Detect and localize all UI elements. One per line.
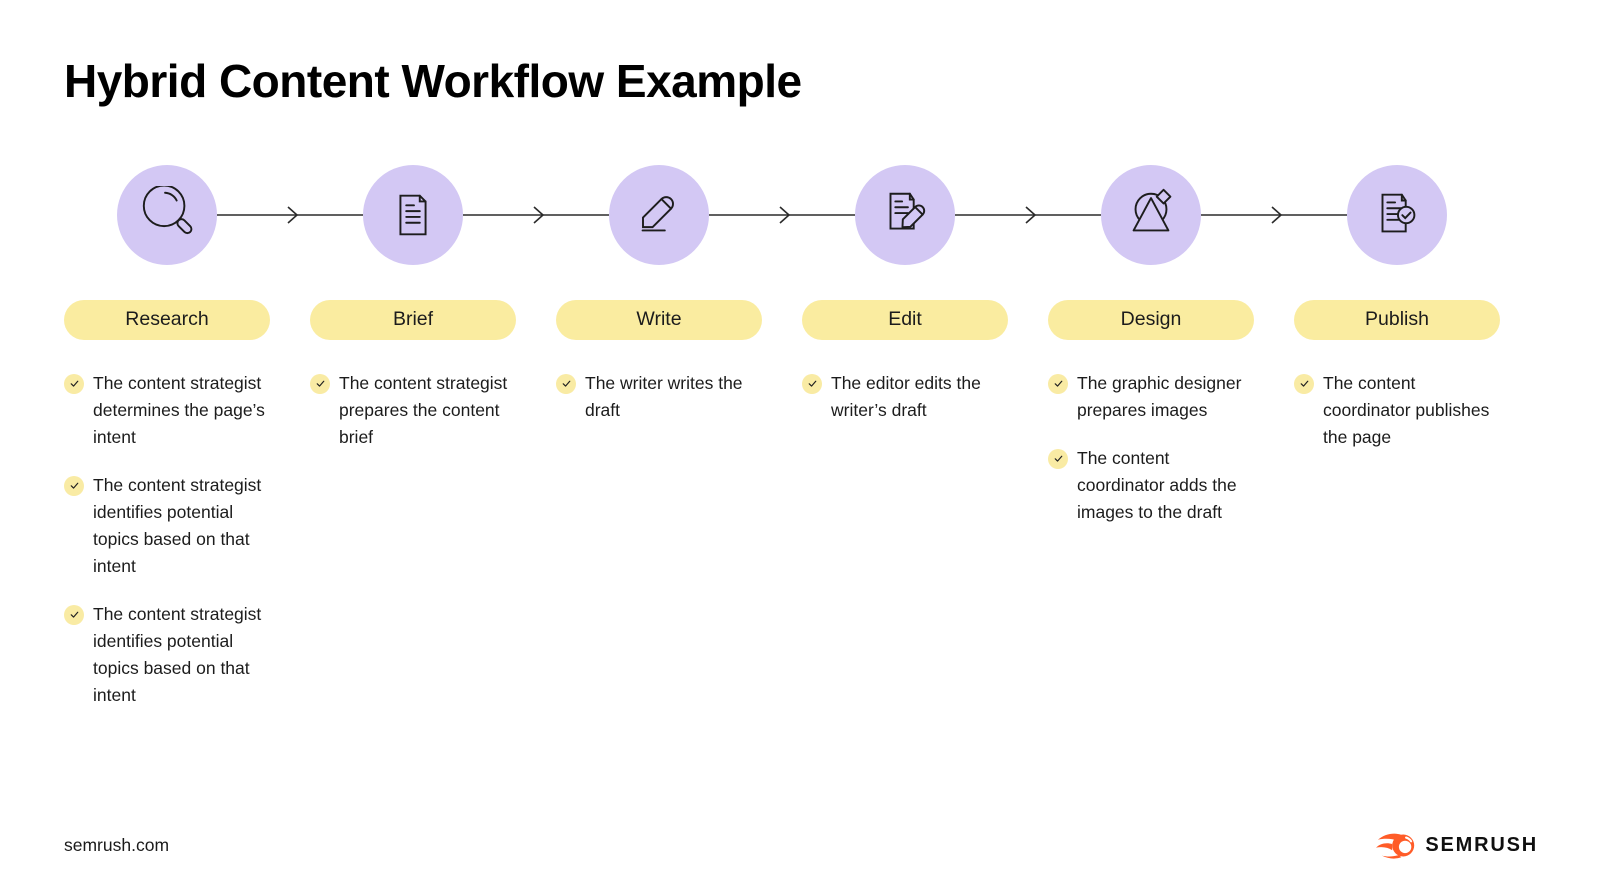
bullets-write: The writer writes the draft bbox=[556, 370, 762, 445]
check-icon bbox=[802, 373, 822, 394]
flow-arrows bbox=[217, 205, 1347, 224]
check-icon bbox=[64, 475, 84, 496]
step-labels-row: Research Brief Write Edit Design Publish bbox=[64, 299, 1500, 340]
list-item: The content strategist prepares the cont… bbox=[310, 370, 516, 451]
step-pill-publish: Publish bbox=[1294, 299, 1500, 340]
page-title: Hybrid Content Workflow Example bbox=[64, 55, 802, 107]
flow-arrow bbox=[217, 205, 363, 224]
check-icon bbox=[64, 373, 84, 394]
check-icon bbox=[1294, 373, 1314, 394]
bullet-text: The content strategist prepares the cont… bbox=[339, 372, 508, 447]
design-shapes-icon bbox=[1132, 188, 1172, 232]
flow-arrow bbox=[463, 205, 609, 224]
bullet-text: The content coordinator adds the images … bbox=[1077, 447, 1237, 522]
step-pill-research: Research bbox=[64, 299, 270, 340]
step-circle-research bbox=[117, 164, 217, 265]
workflow-diagram: Research Brief Write Edit Design Publish… bbox=[64, 164, 1500, 730]
step-circle-publish bbox=[1347, 164, 1447, 265]
footer-website: semrush.com bbox=[64, 834, 170, 855]
step-pill-edit: Edit bbox=[802, 299, 1008, 340]
flow-arrow bbox=[955, 205, 1101, 224]
step-circle-write bbox=[609, 164, 709, 265]
document-icon bbox=[399, 194, 427, 235]
list-item: The content strategist identifies potent… bbox=[64, 472, 270, 580]
bullets-design: The graphic designer prepares images The… bbox=[1048, 370, 1254, 547]
step-circle-brief bbox=[363, 164, 463, 265]
bullet-text: The editor edits the writer’s draft bbox=[831, 372, 981, 420]
document-pencil-icon bbox=[889, 192, 926, 230]
magnifier-icon bbox=[142, 185, 193, 234]
bullets-research: The content strategist determines the pa… bbox=[64, 370, 270, 730]
flow-arrow bbox=[709, 205, 855, 224]
step-pill-write: Write bbox=[556, 299, 762, 340]
list-item: The writer writes the draft bbox=[556, 370, 762, 424]
bullet-text: The content strategist identifies potent… bbox=[93, 474, 262, 576]
flow-arrow bbox=[1201, 205, 1347, 224]
semrush-logo: SEMRUSH bbox=[1376, 827, 1538, 863]
check-icon bbox=[64, 604, 84, 625]
step-circle-edit bbox=[855, 164, 955, 265]
step-details-row: The content strategist determines the pa… bbox=[64, 370, 1500, 730]
semrush-wordmark: SEMRUSH bbox=[1425, 833, 1538, 856]
bullet-text: The graphic designer prepares images bbox=[1077, 372, 1242, 420]
bullets-publish: The content coordinator publishes the pa… bbox=[1294, 370, 1500, 472]
list-item: The content strategist determines the pa… bbox=[64, 370, 270, 451]
list-item: The content strategist identifies potent… bbox=[64, 601, 270, 709]
step-icons-row bbox=[64, 164, 1500, 265]
bullet-text: The content strategist identifies potent… bbox=[93, 603, 262, 705]
step-circle-design bbox=[1101, 164, 1201, 265]
semrush-flame-icon bbox=[1376, 833, 1415, 859]
bullet-text: The content coordinator publishes the pa… bbox=[1323, 372, 1490, 447]
bullets-brief: The content strategist prepares the cont… bbox=[310, 370, 516, 472]
list-item: The editor edits the writer’s draft bbox=[802, 370, 1008, 424]
bullets-edit: The editor edits the writer’s draft bbox=[802, 370, 1008, 445]
check-icon bbox=[310, 373, 330, 394]
document-check-icon bbox=[1381, 193, 1416, 232]
footer: semrush.com SEMRUSH bbox=[64, 827, 1538, 863]
step-pill-brief: Brief bbox=[310, 299, 516, 340]
pencil-icon bbox=[641, 195, 674, 232]
list-item: The content coordinator publishes the pa… bbox=[1294, 370, 1500, 451]
bullet-text: The writer writes the draft bbox=[585, 372, 743, 420]
list-item: The content coordinator adds the images … bbox=[1048, 445, 1254, 526]
bullet-text: The content strategist determines the pa… bbox=[93, 372, 265, 447]
step-pill-design: Design bbox=[1048, 299, 1254, 340]
check-icon bbox=[556, 373, 576, 394]
check-icon bbox=[1048, 373, 1068, 394]
check-icon bbox=[1048, 448, 1068, 469]
list-item: The graphic designer prepares images bbox=[1048, 370, 1254, 424]
